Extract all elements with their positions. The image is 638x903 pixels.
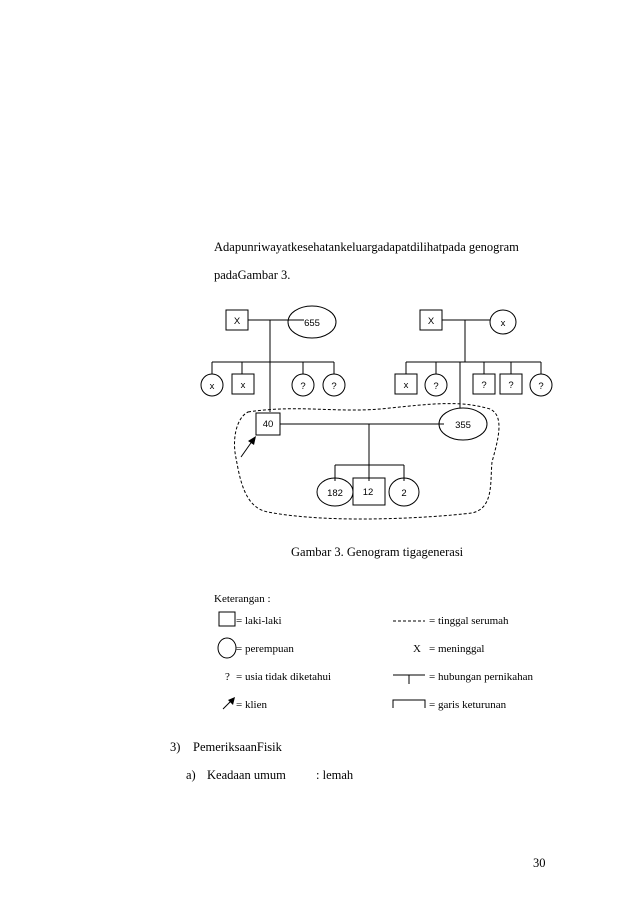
maternal-sibling-1 bbox=[394, 373, 418, 395]
maternal-grandmother-label: x bbox=[501, 318, 506, 329]
intro-line-2: padaGambar 3. bbox=[214, 268, 291, 282]
paternal-sibling-1 bbox=[200, 373, 224, 397]
maternal-sibling-5 bbox=[529, 373, 553, 397]
mother bbox=[438, 407, 488, 441]
intro-line-1: Adapunriwayatkesehatankeluargadapatdilih… bbox=[214, 240, 519, 254]
maternal-grandfather bbox=[419, 309, 443, 331]
legend-title: Keterangan : bbox=[214, 593, 271, 605]
paternal-grandmother bbox=[287, 305, 337, 339]
maternal-sibling-1-label: x bbox=[404, 380, 409, 391]
legend-female-label: = perempuan bbox=[236, 643, 294, 655]
maternal-sibling-4-label: ? bbox=[508, 380, 513, 391]
paternal-sibling-3 bbox=[291, 373, 315, 397]
subsection-label: a) bbox=[186, 768, 196, 782]
maternal-grandfather-label: X bbox=[428, 316, 435, 327]
subsection-title: Keadaan umum bbox=[207, 768, 286, 782]
legend-male-label: = laki-laki bbox=[236, 615, 282, 627]
child-2-label: 12 bbox=[363, 487, 374, 498]
father bbox=[255, 412, 281, 436]
legend-unknown-label: = usia tidak diketahui bbox=[236, 671, 332, 683]
page-number: 30 bbox=[533, 856, 546, 870]
legend-descent-label: = garis keturunan bbox=[429, 699, 507, 711]
maternal-sibling-2 bbox=[424, 373, 448, 397]
maternal-sibling-4 bbox=[499, 373, 523, 395]
child-3 bbox=[388, 477, 420, 507]
legend-male-icon bbox=[218, 611, 236, 627]
maternal-sibling-3-label: ? bbox=[481, 380, 486, 391]
father-label: 40 bbox=[263, 419, 274, 430]
household-boundary bbox=[234, 403, 500, 520]
maternal-sibling-3 bbox=[472, 373, 496, 395]
legend-client-label: = klien bbox=[236, 699, 267, 711]
maternal-sibling-2-label: ? bbox=[433, 381, 438, 392]
legend-deceased-label: = meninggal bbox=[429, 643, 485, 655]
legend-female-icon bbox=[217, 637, 237, 659]
maternal-sibling-5-label: ? bbox=[538, 381, 543, 392]
maternal-grandmother bbox=[489, 309, 517, 335]
legend-deceased-symbol: X bbox=[413, 643, 421, 655]
child-3-label: 2 bbox=[401, 488, 406, 499]
client-arrow-head bbox=[248, 436, 256, 445]
paternal-sibling-2 bbox=[231, 373, 255, 395]
paternal-sibling-4-label: ? bbox=[331, 381, 336, 392]
paternal-sibling-4 bbox=[322, 373, 346, 397]
paternal-sibling-1-label: x bbox=[210, 381, 215, 392]
legend-marriage-label: = hubungan pernikahan bbox=[429, 671, 533, 683]
legend-unknown-symbol: ? bbox=[225, 671, 230, 683]
legend-client-arrow-head bbox=[228, 697, 235, 705]
paternal-sibling-2-label: x bbox=[241, 380, 246, 391]
legend-descent-icon bbox=[392, 699, 426, 708]
child-1-label: 182 bbox=[327, 488, 343, 499]
paternal-sibling-3-label: ? bbox=[300, 381, 305, 392]
section-number: 3) bbox=[170, 740, 181, 754]
subsection-value: : lemah bbox=[316, 768, 354, 782]
paternal-grandfather-label: X bbox=[234, 316, 241, 327]
paternal-grandmother-label: 655 bbox=[304, 318, 320, 329]
child-2 bbox=[352, 477, 386, 506]
mother-label: 355 bbox=[455, 420, 471, 431]
paternal-grandfather bbox=[225, 309, 249, 331]
figure-caption: Gambar 3. Genogram tigagenerasi bbox=[291, 545, 464, 559]
legend-same-house-label: = tinggal serumah bbox=[429, 615, 509, 627]
section-title: PemeriksaanFisik bbox=[193, 740, 282, 754]
